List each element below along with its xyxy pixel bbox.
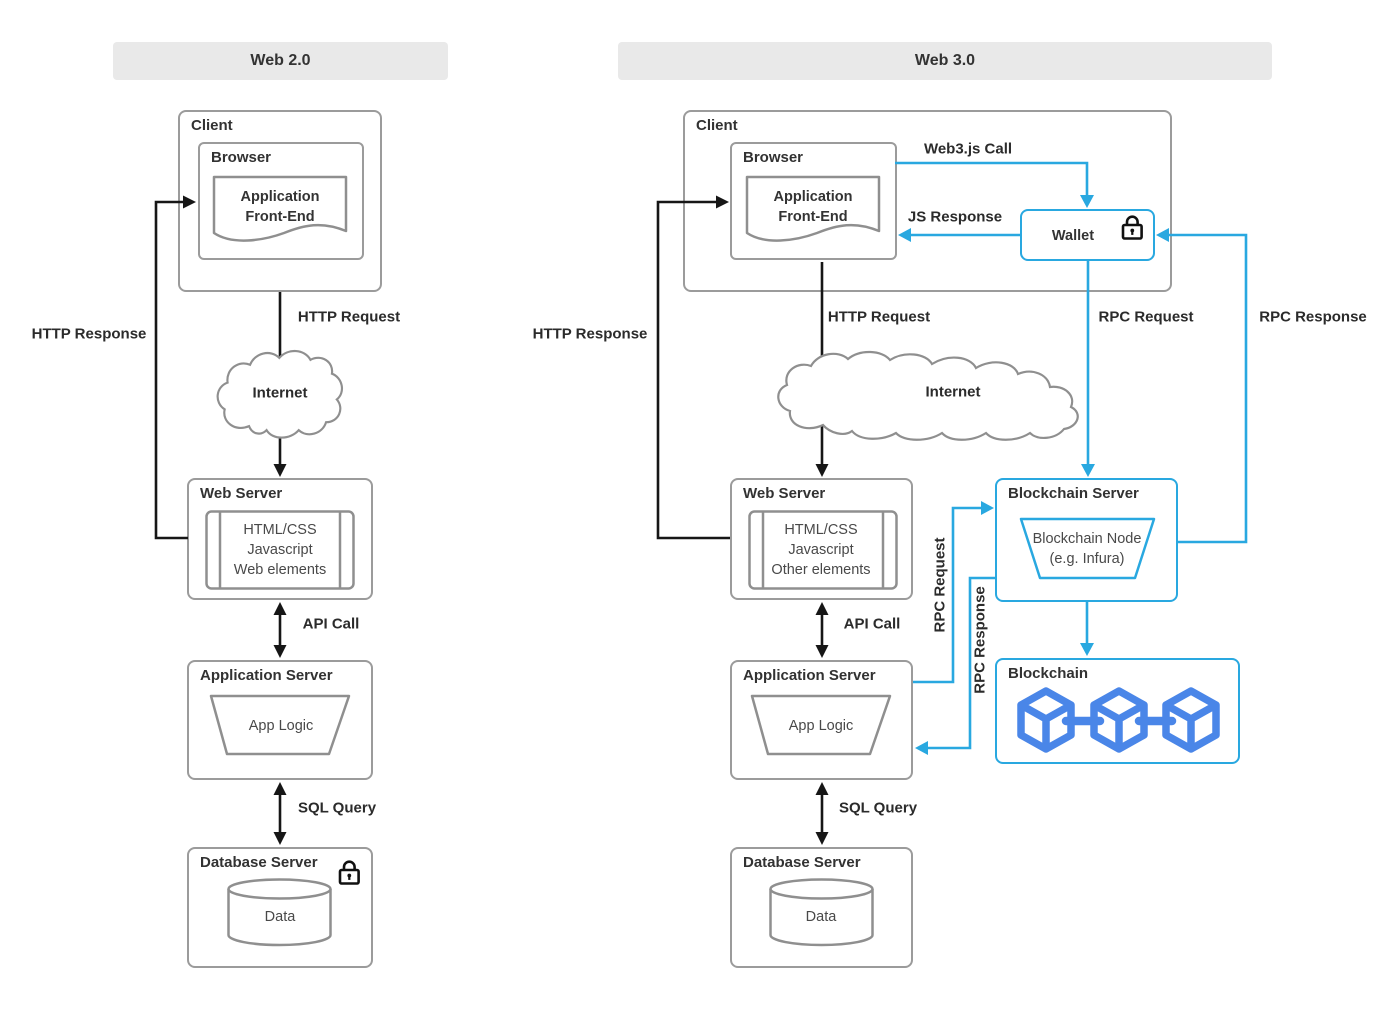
web3js-call-label: Web3.js Call (923, 140, 1013, 158)
web3-data-label: Data (805, 909, 837, 925)
web3-rpc-response-right-label: RPC Response (1259, 308, 1367, 326)
web3-internet-label: Internet (925, 383, 981, 401)
web2-app-server-title: Application Server (200, 667, 333, 684)
web3-db-server-box: Database Server (730, 847, 913, 968)
web3-header: Web 3.0 (618, 42, 1272, 80)
web3-sql-query-connector (815, 782, 829, 845)
web3-blockchain-server-title: Blockchain Server (1008, 485, 1139, 502)
web3-blockchain-box: Blockchain (995, 658, 1240, 764)
web2-browser-title: Browser (211, 149, 272, 166)
web2-data-label: Data (264, 909, 296, 925)
web3-header-label: Web 3.0 (914, 52, 976, 69)
js-response-label: JS Response (907, 208, 1003, 226)
web2-frontend-label: Application Front-End (240, 189, 320, 225)
web3-rpc-request-vertical-label: RPC Request (931, 537, 949, 633)
web2-api-call-label: API Call (302, 615, 360, 633)
web3-http-response-label: HTTP Response (532, 325, 648, 343)
web2-web-server-title: Web Server (200, 485, 283, 502)
web2-db-server-title: Database Server (200, 854, 318, 871)
web3-web-server-title: Web Server (743, 485, 826, 502)
web3-blockchain-node-label: Blockchain Node (e.g. Infura) (1032, 531, 1142, 567)
web2-http-request-arrowhead (273, 464, 287, 477)
web2-sql-query-connector (273, 782, 287, 845)
web3-app-server-title: Application Server (743, 667, 876, 684)
web3-browser-title: Browser (743, 149, 804, 166)
web3-blockchain-title: Blockchain (1008, 665, 1089, 682)
web2-sql-query-label: SQL Query (297, 799, 377, 817)
web3-wallet-label: Wallet (1051, 228, 1095, 244)
web2-http-request-label: HTTP Request (297, 308, 401, 326)
web2-header-label: Web 2.0 (250, 52, 311, 69)
web3-rpc-response-vertical-label: RPC Response (971, 586, 989, 694)
web2-client-title: Client (191, 117, 233, 134)
web2-internet-label: Internet (252, 384, 308, 402)
web3-rpc-request-top-label: RPC Request (1098, 308, 1194, 326)
web3-api-call-label: API Call (843, 615, 901, 633)
rpc-response-right-connector (1168, 233, 1248, 544)
web2-web-server-content: HTML/CSS Javascript Web elements (233, 522, 327, 578)
web2-header: Web 2.0 (113, 42, 448, 80)
web3-api-call-connector (815, 602, 829, 658)
web3-sql-query-label: SQL Query (838, 799, 918, 817)
web3-http-request-arrowhead (815, 464, 829, 477)
web3-db-server-title: Database Server (743, 854, 861, 871)
web2-app-logic-label: App Logic (248, 718, 314, 734)
web2-http-response-label: HTTP Response (31, 325, 147, 343)
web3-frontend-label: Application Front-End (773, 189, 853, 225)
web3-http-request-label: HTTP Request (827, 308, 931, 326)
web3-client-title: Client (696, 117, 738, 134)
web3-web-server-content: HTML/CSS Javascript Other elements (771, 522, 871, 578)
web2-api-call-connector (273, 602, 287, 658)
web3-app-logic-label: App Logic (788, 718, 854, 734)
